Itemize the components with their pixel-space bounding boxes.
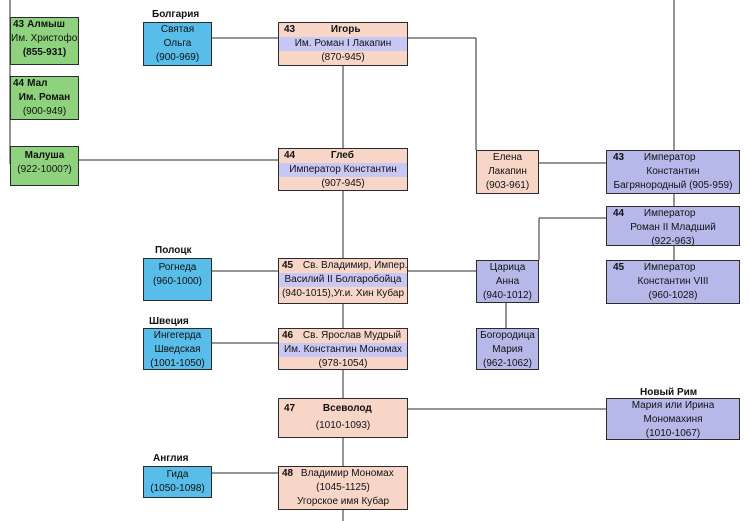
person-yaroslav: 46 Св. Ярослав Мудрый Им. Константин Мон…	[278, 328, 408, 370]
years-text: (922-1000?)	[17, 164, 72, 175]
person-vladimir: 45 Св. Владимир, Импер. Василий II Болга…	[278, 258, 408, 304]
generation-number: 45	[613, 262, 625, 273]
name-line-1: Владимир Мономах	[300, 468, 394, 479]
name-line-1: Император	[643, 208, 696, 219]
person-constantine7: 43 Император Константин Багрянородный (9…	[606, 150, 740, 194]
name-line-1: Св. Ярослав Мудрый	[302, 330, 402, 341]
generation-number: 43	[613, 152, 625, 163]
years-text: (855-931)	[22, 47, 67, 58]
name-line-3: Багрянородный (905-959)	[613, 180, 733, 191]
years-text: (960-1028)	[648, 290, 698, 301]
years-text: (1010-1067)	[645, 428, 701, 439]
years-text: (870-945)	[321, 52, 365, 63]
name-text: Мал	[27, 78, 48, 89]
name-text: Глеб	[330, 150, 354, 161]
person-maria: Мария или Ирина Мономахиня (1010-1067)	[606, 398, 740, 440]
generation-number: 44	[613, 208, 625, 219]
person-gleb: 44 Глеб Император Константин (907-945)	[278, 148, 408, 191]
name-line-2: Константин	[646, 166, 700, 177]
name-line-1: Елена	[492, 152, 523, 163]
name-line-2: Ольга	[163, 38, 192, 49]
years-text: (1045-1125)	[316, 482, 370, 493]
name-line-1: Богородица	[480, 330, 535, 341]
person-monomakh: 48 Владимир Мономах (1045-1125) Угорское…	[278, 466, 408, 510]
name-line-1: Мария или Ирина	[631, 400, 715, 411]
generation-number: 44	[13, 78, 25, 89]
person-gida: Гида (1050-1098)	[143, 466, 212, 498]
byname-text: Император Константин	[279, 163, 407, 177]
label-england: Англия	[153, 453, 189, 464]
person-rogneda: Рогнеда (960-1000)	[143, 258, 212, 301]
byname-text: Им. Константин Мономах	[279, 343, 407, 357]
name-line-2: Мономахиня	[643, 414, 703, 425]
generation-number: 44	[284, 150, 296, 161]
generation-number: 47	[284, 403, 296, 414]
name-text: Малуша	[24, 150, 65, 161]
person-bogoroditsa: Богородица Мария (962-1062)	[476, 328, 539, 370]
name-line-2: Мария	[492, 344, 523, 355]
person-constantine8: 45 Император Константин VIII (960-1028)	[606, 260, 740, 304]
name-line-2: Константин VIII	[637, 276, 709, 287]
years-text: (907-945)	[321, 178, 365, 189]
years-text: (1001-1050)	[150, 358, 205, 369]
name-line-1: Ингегерда	[153, 330, 202, 341]
byname-text: Василий II Болгаробойца	[279, 273, 407, 287]
byname-text: Им. Христофор	[11, 33, 78, 44]
name-line-1: Рогнеда	[158, 262, 197, 273]
person-olga: Святая Ольга (900-969)	[143, 22, 212, 66]
name-text: Алмыш	[27, 19, 65, 30]
generation-number: 43	[13, 19, 25, 30]
person-roman2: 44 Император Роман II Младший (922-963)	[606, 206, 740, 246]
person-igor: 43 Игорь Им. Роман I Лакапин (870-945)	[278, 22, 408, 66]
name-line-1: Гида	[166, 469, 189, 480]
years-text: (962-1062)	[483, 358, 532, 369]
years-text: (903-961)	[485, 180, 530, 191]
years-text: (922-963)	[651, 236, 695, 246]
name-line-1: Святая	[160, 24, 195, 35]
person-ingegerd: Ингегерда Шведская (1001-1050)	[143, 328, 212, 370]
name-line-1: Царица	[489, 262, 526, 273]
person-malusha: Малуша (922-1000?)	[10, 146, 79, 186]
person-anna: Царица Анна (940-1012)	[476, 260, 539, 303]
name-line-1: Св. Владимир, Импер.	[302, 260, 407, 271]
name-line-3: (940-1015),Уг.и. Хин Кубар	[281, 288, 405, 299]
name-line-2: Лакапин	[488, 166, 527, 177]
name-line-1: Император	[643, 262, 696, 273]
byname-text: Им. Роман	[18, 92, 71, 103]
years-text: (1010-1093)	[315, 420, 371, 431]
person-vsevolod: 47 Всеволод (1010-1093)	[278, 398, 408, 438]
years-text: (900-969)	[155, 52, 200, 63]
label-sweden: Швеция	[149, 316, 189, 327]
years-text: (900-949)	[22, 106, 67, 117]
generation-number: 46	[282, 330, 294, 341]
person-elena: Елена Лакапин (903-961)	[476, 150, 539, 194]
generation-number: 43	[284, 24, 296, 35]
name-line-3: Угорское имя Кубар	[296, 496, 390, 507]
name-line-2: Шведская	[154, 344, 201, 355]
name-line-2: Роман II Младший	[630, 222, 716, 233]
years-text: (940-1012)	[483, 290, 532, 301]
label-polotsk: Полоцк	[155, 245, 192, 256]
label-new-rome: Новый Рим	[640, 387, 698, 398]
years-text: (960-1000)	[153, 276, 202, 287]
name-line-1: Император	[643, 152, 696, 163]
generation-number: 45	[282, 260, 294, 271]
label-bulgaria: Болгария	[152, 9, 200, 20]
byname-text: Им. Роман I Лакапин	[279, 37, 407, 51]
name-text: Всеволод	[322, 403, 372, 414]
years-text: (1050-1098)	[150, 483, 205, 494]
name-text: Игорь	[330, 24, 361, 35]
name-line-2: Анна	[495, 276, 520, 287]
years-text: (978-1054)	[318, 358, 368, 369]
generation-number: 48	[282, 468, 294, 479]
